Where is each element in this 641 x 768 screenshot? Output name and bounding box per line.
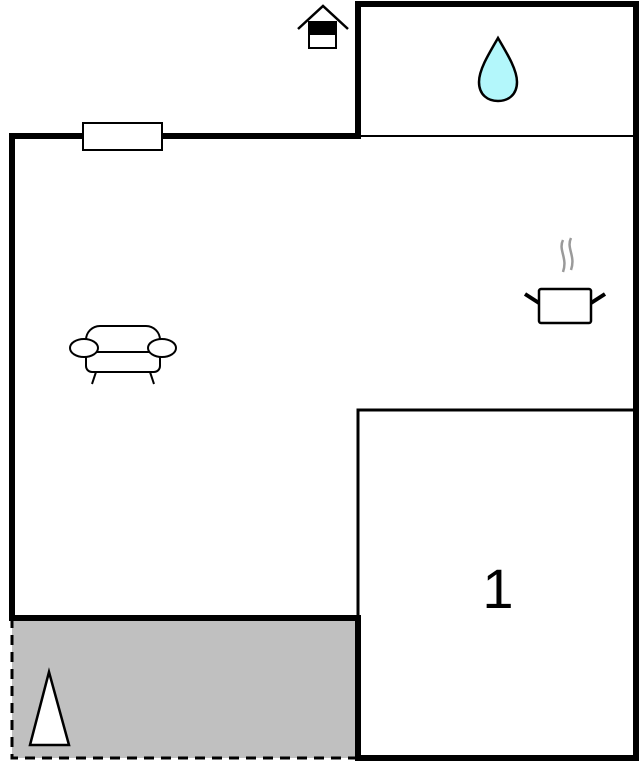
water-drop-icon (477, 35, 519, 103)
terrace-dashed-border (10, 618, 358, 760)
room-number: 1 (482, 557, 513, 620)
sofa-icon (69, 325, 177, 385)
entrance-icon (297, 4, 349, 49)
cooking-pot-icon (523, 237, 607, 325)
window-icon (82, 122, 163, 151)
tent-icon (28, 667, 71, 747)
walls (9, 1, 639, 761)
terrace-area (12, 618, 358, 758)
